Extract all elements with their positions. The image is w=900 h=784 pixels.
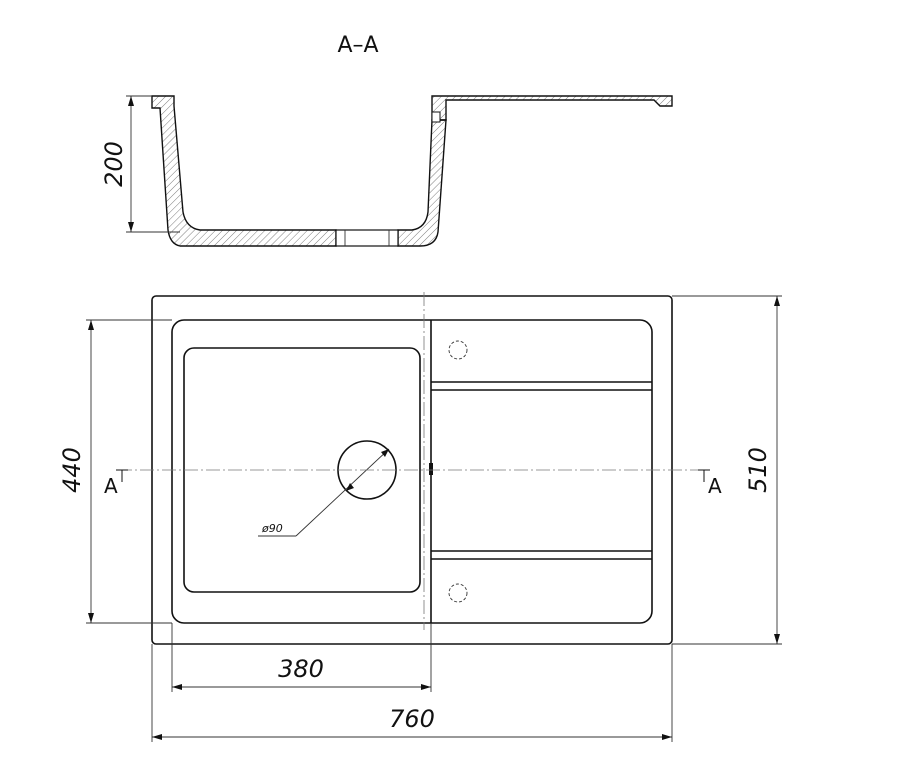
dimension-510: 510	[672, 295, 782, 645]
dimension-760: 760	[151, 644, 673, 742]
section-mark-left: A	[104, 469, 128, 498]
tap-hole-marker	[448, 583, 468, 603]
dimension-760-label: 760	[389, 705, 435, 733]
dimension-380: 380	[171, 623, 432, 692]
sink-inner-recess	[171, 319, 653, 624]
dimension-440: 440	[58, 319, 172, 624]
drain-diameter-leader: ø90	[258, 448, 390, 537]
drain-diameter-label: ø90	[261, 522, 283, 535]
section-mark-right-label: A	[708, 474, 722, 498]
dimension-510-label: 510	[744, 447, 772, 493]
dimension-380-label: 380	[278, 655, 324, 683]
dimension-440-label: 440	[58, 447, 86, 493]
tap-hole-marker	[448, 340, 468, 360]
plan-view: ø90 A A 440	[58, 292, 782, 742]
dimension-200-label: 200	[100, 141, 128, 187]
section-title: A–A	[337, 33, 378, 58]
section-hatched-walls	[151, 95, 673, 247]
section-mark-left-label: A	[104, 474, 118, 498]
section-mark-right: A	[698, 469, 722, 498]
section-view: A–A 200	[100, 33, 673, 247]
dimension-200: 200	[100, 95, 180, 233]
drainboard-ribs	[431, 381, 652, 560]
